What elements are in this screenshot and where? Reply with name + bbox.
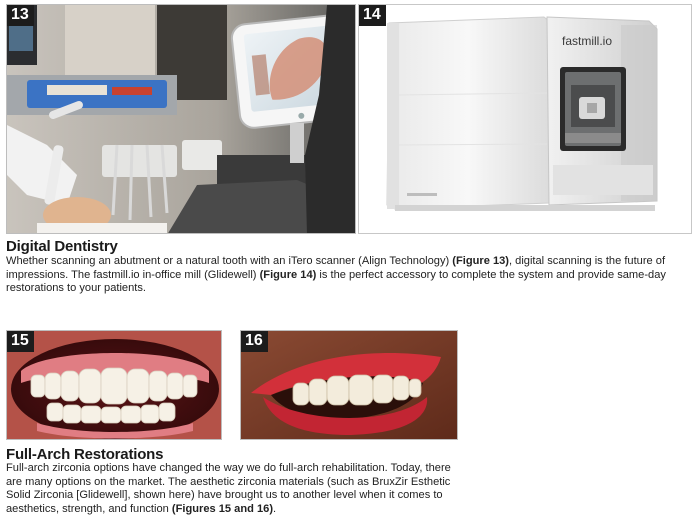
full-arch-teeth-illustration (7, 331, 221, 439)
para2-text-b: . (273, 502, 277, 515)
para2-text-a: Full-arch zirconia options have changed … (6, 462, 451, 515)
section-title-full-arch-restorations: Full-Arch Restorations (6, 446, 164, 463)
figure-ref-13: (Figure 13) (452, 255, 509, 267)
milling-machine-illustration: fastmill.io (359, 5, 691, 233)
device-brand-label: fastmill.io (562, 34, 612, 48)
figure-number-14: 14 (359, 5, 386, 26)
para1-text-b: , digital scanning is the future of impr… (6, 255, 666, 281)
smile-teeth-illustration (241, 331, 457, 439)
figure-number-16: 16 (241, 331, 268, 352)
figure-number-13: 13 (7, 5, 34, 26)
para1-text-c: is the perfect accessory to complete the… (6, 268, 666, 295)
figure-14-photo: 14 fastmill.io (358, 4, 692, 234)
figure-ref-15-16: (Figures 15 and 16) (171, 502, 274, 515)
figure-number-15: 15 (7, 331, 34, 352)
paragraph-digital-dentistry: Whether scanning an abutment or a natura… (6, 255, 694, 296)
figure-ref-14: (Figure 14) (259, 268, 317, 281)
para1-text-a: Whether scanning an abutment or a natura… (6, 255, 453, 267)
figure-16-photo: 16 (240, 330, 458, 440)
figure-15-photo: 15 (6, 330, 222, 440)
section-title-digital-dentistry: Digital Dentistry (6, 238, 118, 255)
operatory-scene-illustration (7, 5, 355, 233)
figure-13-photo: 13 (6, 4, 356, 234)
paragraph-full-arch-restorations: Full-arch zirconia options have changed … (6, 462, 468, 516)
